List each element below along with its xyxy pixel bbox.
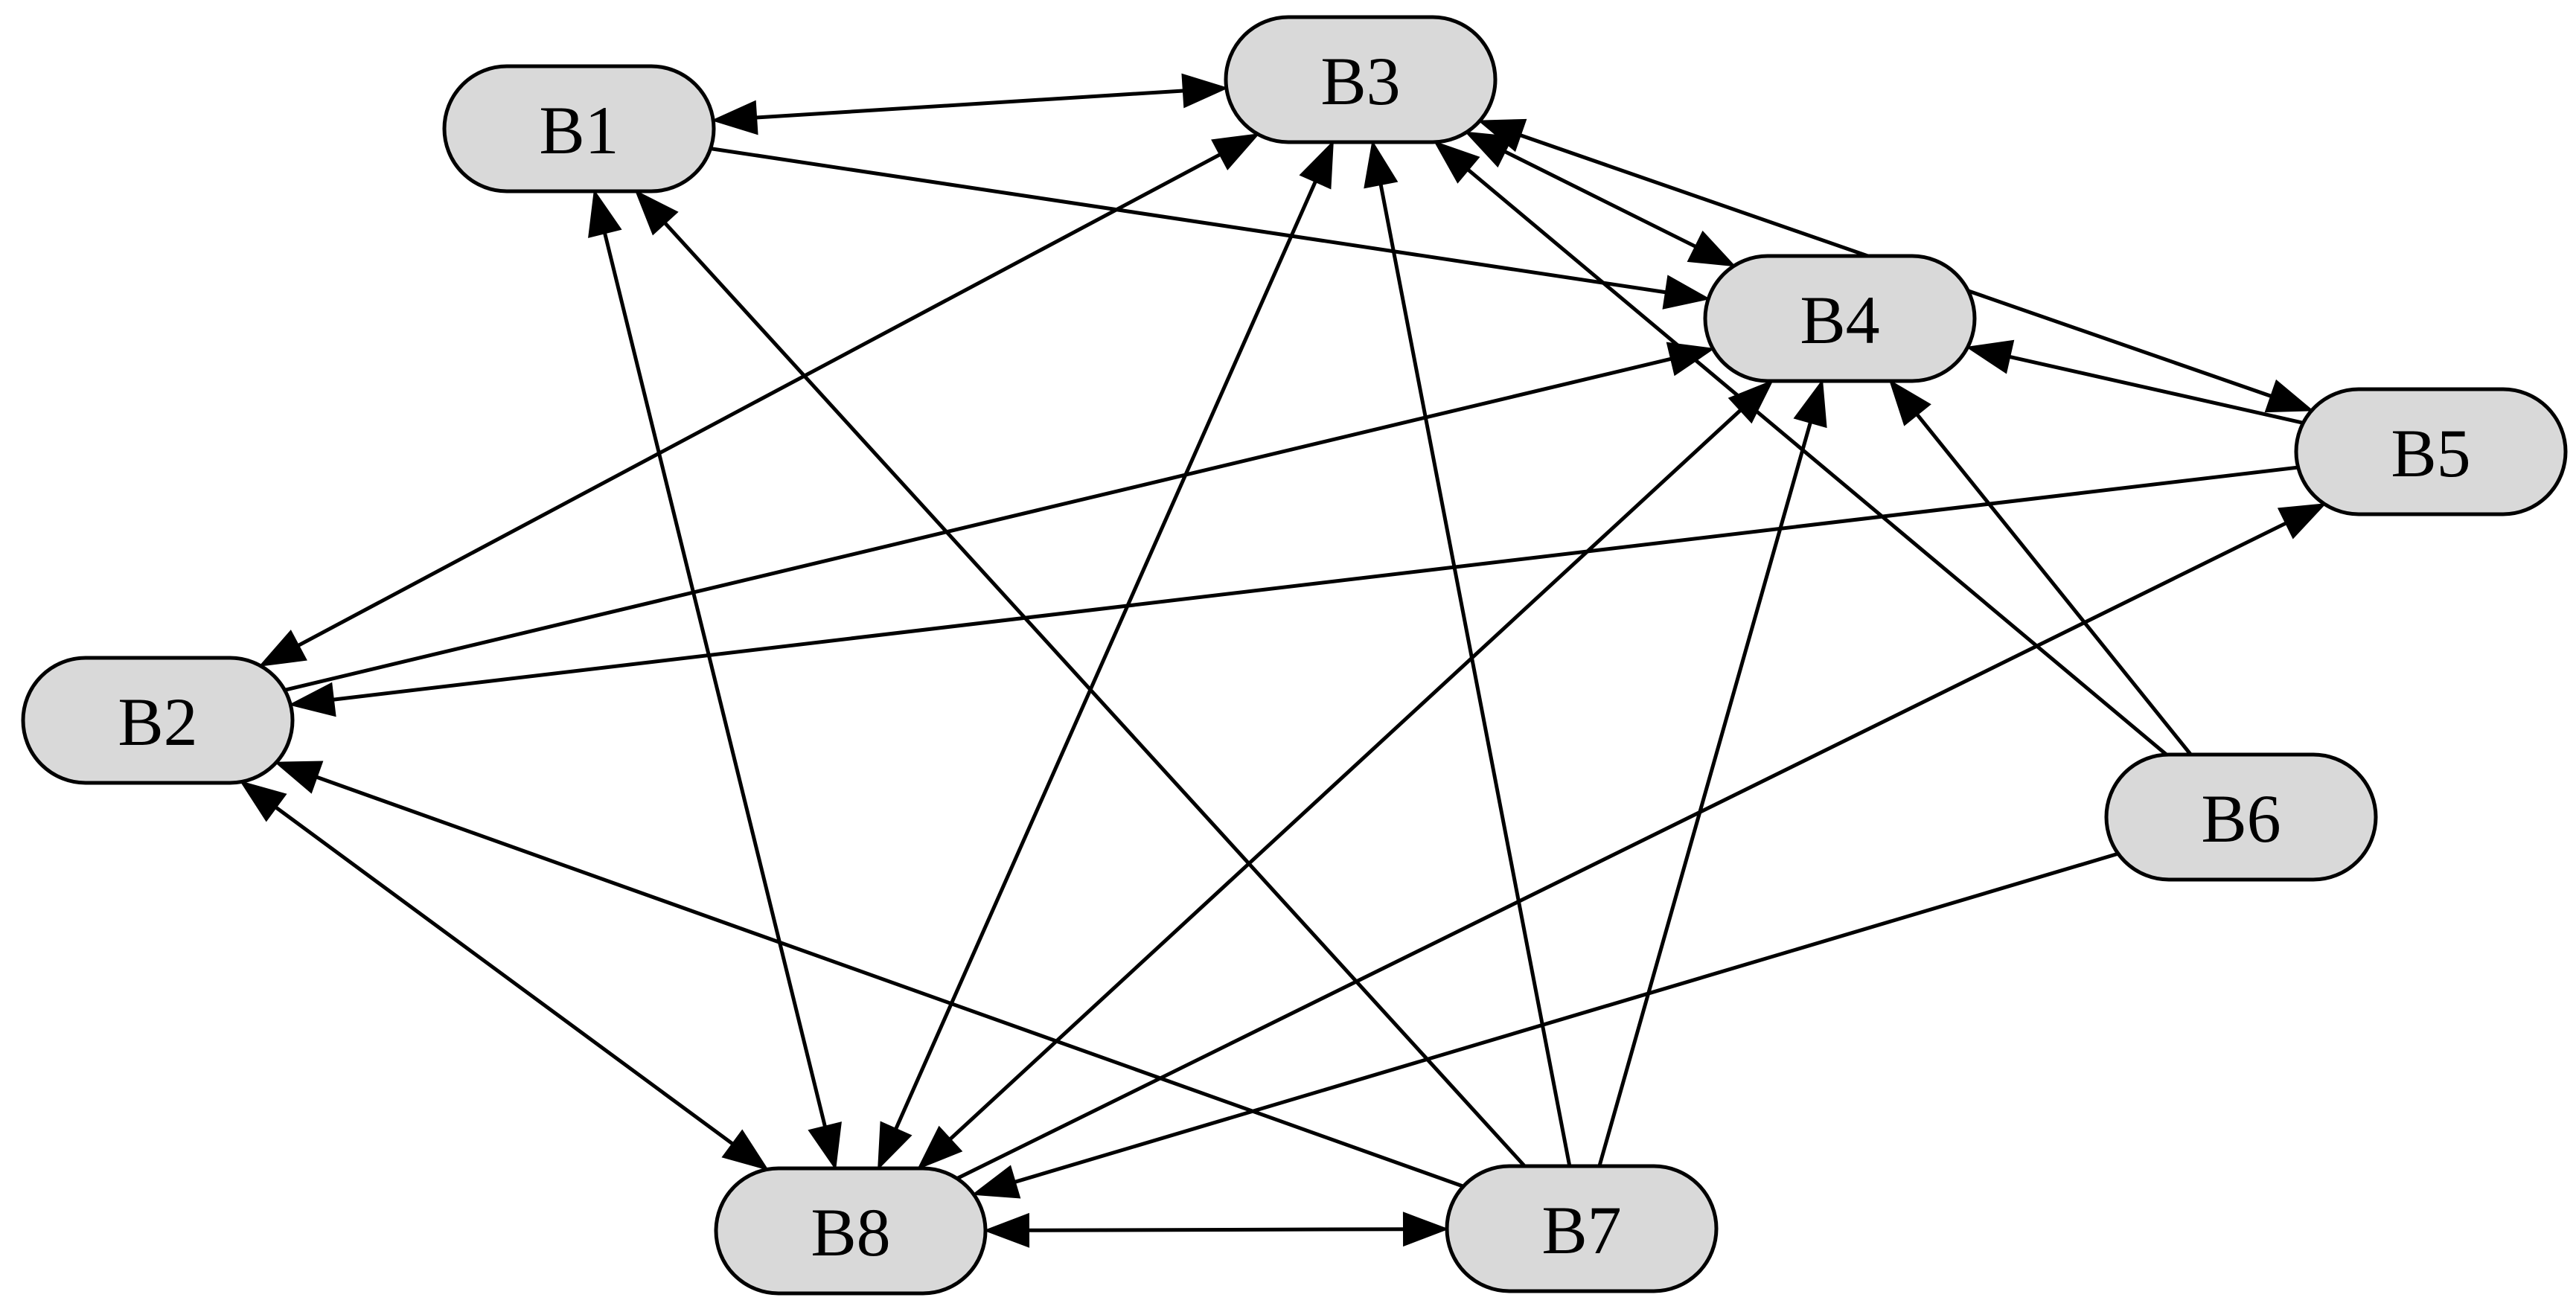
edge-b6-b3-arrowhead	[1434, 141, 1480, 184]
node-b3-label: B3	[1320, 43, 1400, 119]
edge-b6-b8	[1011, 851, 2119, 1185]
node-b8-label: B8	[811, 1194, 890, 1270]
edge-b3-b8-reverse-arrowhead	[1299, 140, 1334, 190]
edge-b6-b4-arrowhead	[1888, 379, 1931, 426]
edge-b1-b8-arrowhead	[808, 1121, 842, 1171]
edge-b4-b8-reverse-arrowhead	[1728, 380, 1774, 424]
edges-layer	[239, 73, 2327, 1248]
edge-b3-b8	[892, 178, 1319, 1133]
edge-b6-b3	[1464, 166, 2168, 756]
edge-b3-b4-reverse-arrowhead	[1464, 131, 1514, 168]
edge-b1-b4	[710, 147, 1669, 295]
edge-b7-b3	[1378, 181, 1572, 1167]
edge-b5-b4-arrowhead	[1965, 339, 2015, 374]
edge-b2-b4-arrowhead	[1666, 342, 1716, 377]
edge-b8-b5-arrowhead	[2277, 503, 2327, 540]
edge-b2-b3	[295, 151, 1224, 649]
node-b7-label: B7	[1541, 1192, 1621, 1268]
edge-b7-b8-reverse-arrowhead	[1402, 1212, 1449, 1247]
node-b1-label: B1	[539, 92, 619, 168]
node-b7-shape	[1445, 1164, 1719, 1293]
node-b4-shape	[1703, 254, 1977, 383]
edge-b2-b8-arrowhead	[721, 1129, 770, 1171]
edge-b2-b8-reverse-arrowhead	[239, 780, 287, 822]
edge-b1-b8-reverse-arrowhead	[588, 189, 622, 238]
edge-b2-b8	[272, 804, 736, 1148]
edge-b1-b3	[752, 89, 1187, 120]
node-b2-label: B2	[118, 684, 197, 760]
edge-b5-b2	[330, 465, 2298, 702]
edge-b2-b4	[284, 356, 1675, 692]
node-b8-shape	[714, 1166, 988, 1296]
edge-b7-b1	[662, 220, 1527, 1168]
edge-b1-b3-reverse-arrowhead	[711, 100, 758, 135]
edge-b5-b4	[2006, 354, 2304, 425]
node-b5-label: B5	[2391, 415, 2470, 491]
node-b1-shape	[442, 64, 716, 193]
edge-b7-b3-arrowhead	[1364, 140, 1399, 189]
edge-b5-b2-arrowhead	[288, 682, 336, 717]
edge-b4-b8-arrowhead	[916, 1125, 963, 1170]
edge-b7-b1-arrowhead	[634, 189, 679, 236]
node-b6-shape	[2104, 752, 2378, 882]
edge-b2-b3-reverse-arrowhead	[258, 630, 307, 667]
edge-b3-b5-arrowhead	[2264, 379, 2314, 413]
node-b1: B1	[442, 64, 716, 193]
edge-b3-b4-arrowhead	[1687, 230, 1736, 267]
edge-b1-b8	[602, 229, 828, 1130]
edge-b1-b3-arrowhead	[1181, 73, 1229, 109]
node-b3-shape	[1224, 15, 1498, 144]
edge-b7-b2	[313, 774, 1464, 1188]
edge-b3-b8-arrowhead	[878, 1121, 913, 1171]
edge-b6-b4	[1914, 411, 2193, 756]
edge-b1-b4-arrowhead	[1662, 275, 1711, 310]
node-b5: B5	[2294, 387, 2568, 516]
edge-b6-b8-arrowhead	[971, 1165, 1021, 1199]
node-b4: B4	[1703, 254, 1977, 383]
node-b2-shape	[21, 656, 295, 785]
node-b6-label: B6	[2201, 781, 2281, 857]
edge-b2-b3-arrowhead	[1211, 133, 1260, 170]
edge-b3-b5-reverse-arrowhead	[1477, 118, 1527, 153]
edge-b7-b4-arrowhead	[1793, 379, 1827, 429]
node-b6: B6	[2104, 752, 2378, 882]
node-b5-shape	[2294, 387, 2568, 516]
node-b8: B8	[714, 1166, 988, 1296]
edge-b3-b4	[1501, 148, 1699, 250]
edge-b7-b4	[1597, 419, 1813, 1167]
edge-b8-b5	[956, 520, 2289, 1180]
node-b4-label: B4	[1800, 282, 1879, 358]
node-b7: B7	[1445, 1164, 1719, 1293]
edge-b7-b8	[1025, 1227, 1407, 1232]
node-b3: B3	[1224, 15, 1498, 144]
edge-b4-b8	[947, 406, 1744, 1143]
edge-b7-b8-arrowhead	[983, 1212, 1030, 1248]
node-b2: B2	[21, 656, 295, 785]
edge-b7-b2-arrowhead	[274, 761, 324, 794]
